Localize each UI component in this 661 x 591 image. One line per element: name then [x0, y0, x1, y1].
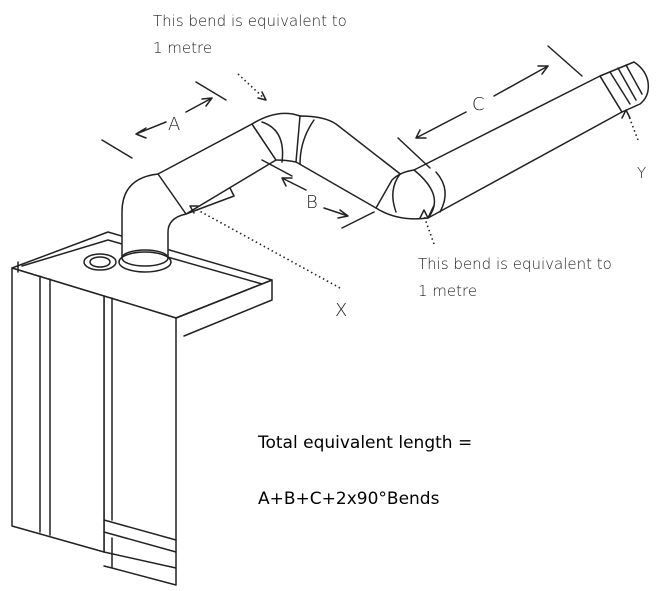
flue-terminal-ribs — [609, 64, 643, 105]
point-x-label: X — [335, 300, 347, 321]
dimension-a-tick-start — [101, 139, 133, 159]
bend-note-top-line1: This bend is equivalent to — [153, 12, 347, 30]
dimension-c: C — [397, 45, 583, 169]
boiler-side — [11, 267, 105, 553]
pipe-section-b-seam — [299, 119, 315, 165]
boiler-control-knob-inner — [89, 256, 111, 268]
bend-note-right-line1: This bend is equivalent to — [418, 255, 612, 273]
dimension-b-label: B — [306, 192, 318, 213]
flue-pipe — [118, 61, 650, 273]
dimension-a-arrow-right — [185, 97, 213, 113]
dimension-a-tick-end — [195, 81, 227, 101]
pipe-section-c — [413, 75, 623, 219]
flue-collar — [118, 251, 172, 273]
leader-lower-bend — [423, 215, 435, 245]
leader-top-bend — [237, 73, 267, 101]
dimension-b: B — [261, 159, 375, 229]
pipe-section-c-seam — [435, 171, 446, 213]
dimension-b-arrow-right — [323, 207, 349, 219]
leader-y-head — [621, 109, 631, 119]
leader-x — [193, 207, 341, 289]
boiler-top-detail — [17, 239, 263, 285]
formula-line2: A+B+C+2x90°Bends — [258, 489, 440, 509]
bend-top-seam — [261, 121, 284, 163]
leader-lower-bend-head — [419, 209, 429, 219]
leader-x-head — [189, 205, 199, 214]
bend-note-right-line2: 1 metre — [418, 282, 477, 300]
boiler-bottom-cover — [103, 537, 177, 586]
boiler-shoulder — [175, 279, 273, 337]
boiler-side-panel-line — [39, 275, 51, 536]
dimension-b-arrow-left — [281, 177, 307, 191]
leader-top-bend-head — [257, 91, 267, 101]
dimension-a-arrow-left — [135, 121, 167, 139]
boiler-control-knob — [83, 253, 117, 271]
point-y-label: Y — [637, 164, 646, 182]
dimension-b-tick-start — [261, 159, 293, 177]
flue-collar-inner — [121, 249, 169, 267]
boiler — [11, 231, 273, 586]
dimension-c-arrow-right — [493, 65, 549, 97]
formula-line1: Total equivalent length = — [257, 433, 472, 453]
boiler-front — [103, 295, 177, 569]
dimension-a: A — [101, 81, 227, 159]
dimension-a-label: A — [168, 114, 180, 135]
dimension-c-tick-start — [397, 137, 431, 169]
bend-note-top-line2: 1 metre — [153, 39, 212, 57]
dimension-c-arrow-left — [415, 111, 467, 139]
dimension-c-tick-end — [547, 45, 583, 77]
boiler-front-panel — [103, 297, 177, 553]
bend-lower-seam — [392, 173, 401, 213]
dimension-c-label: C — [472, 94, 485, 115]
dimension-b-tick-end — [341, 211, 375, 229]
